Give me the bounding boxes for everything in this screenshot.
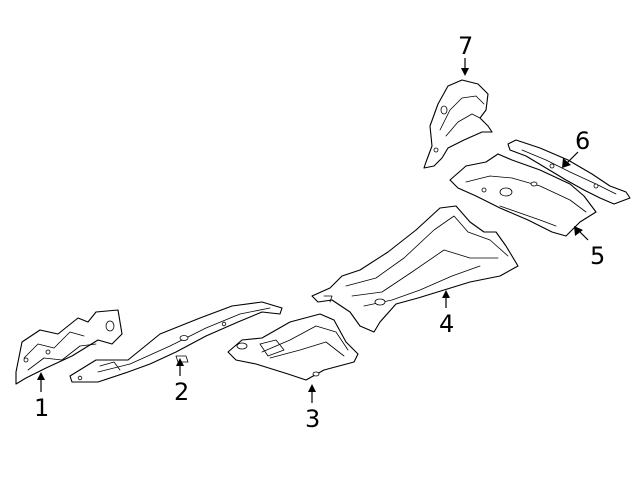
leader-4 — [442, 290, 450, 308]
part-6-rear-bracket[interactable] — [507, 139, 631, 205]
callout-1: 1 — [34, 394, 49, 422]
part-2-tunnel-rail-shield[interactable] — [69, 301, 283, 383]
part-1-front-heat-shield[interactable] — [15, 309, 123, 385]
callout-2: 2 — [174, 378, 189, 406]
callout-5: 5 — [590, 242, 605, 270]
callout-6: 6 — [575, 127, 590, 155]
leader-5 — [574, 226, 589, 241]
leader-6 — [562, 151, 579, 168]
leader-7 — [461, 58, 469, 76]
part-5-rear-heat-shield[interactable] — [449, 153, 597, 237]
leader-3 — [308, 384, 316, 403]
callout-4: 4 — [439, 310, 454, 338]
callout-3: 3 — [305, 405, 320, 433]
part-3-center-heat-shield[interactable] — [227, 313, 359, 381]
leader-1 — [37, 372, 45, 392]
part-7-rear-upright-shield[interactable] — [423, 79, 493, 169]
callout-7: 7 — [458, 32, 473, 60]
leader-2 — [176, 358, 184, 376]
part-4-main-tunnel-shield[interactable] — [311, 205, 519, 333]
